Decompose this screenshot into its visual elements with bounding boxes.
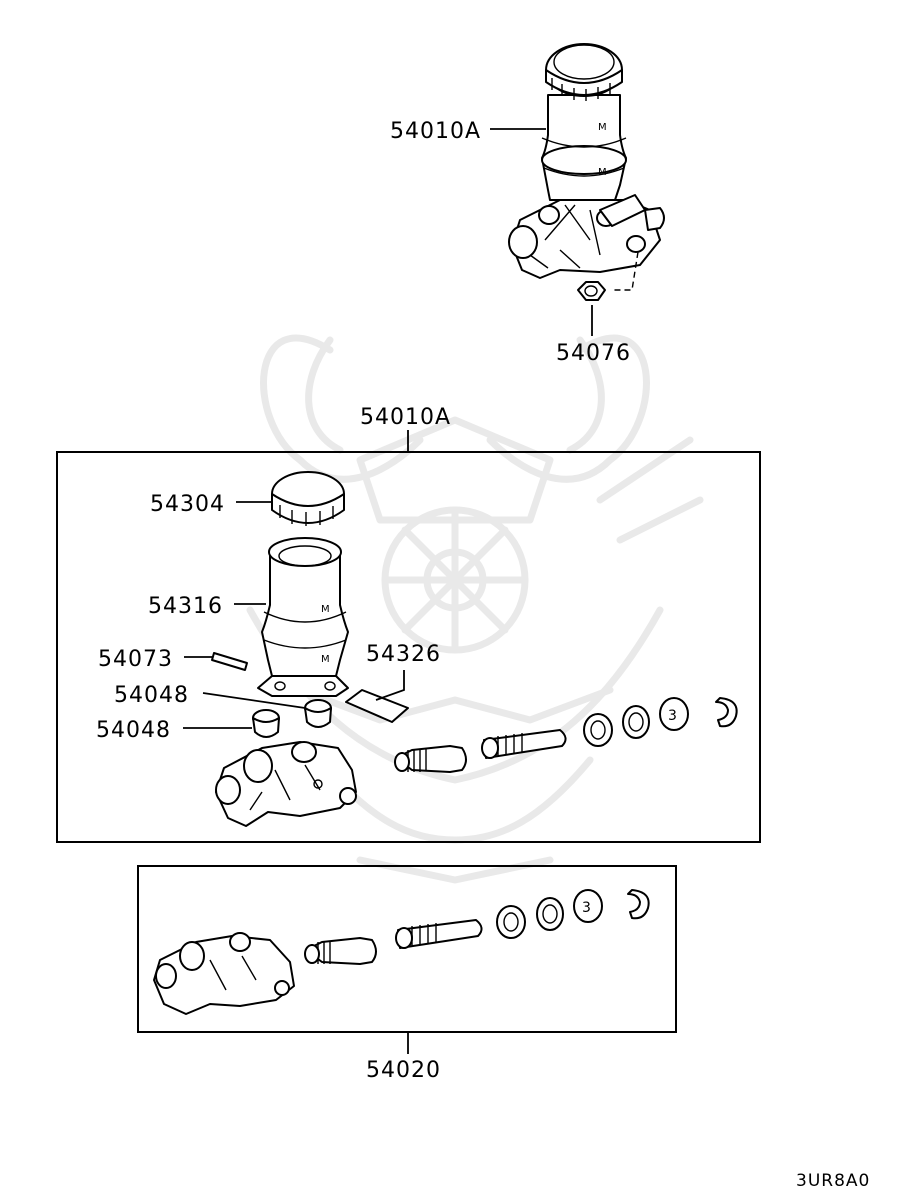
svg-text:M: M bbox=[321, 654, 331, 665]
label-seal-set: 54326 bbox=[366, 642, 441, 667]
top-master-cylinder-assembly: M M bbox=[508, 43, 665, 301]
svg-text:M: M bbox=[598, 122, 608, 133]
label-reservoir-cap: 54304 bbox=[150, 492, 225, 517]
label-repair-kit-group: 54020 bbox=[366, 1058, 441, 1083]
label-grommet-a: 54048 bbox=[114, 683, 189, 708]
label-reservoir: 54316 bbox=[148, 594, 223, 619]
grommet-right bbox=[304, 699, 332, 728]
reservoir: M M bbox=[257, 537, 349, 697]
label-pin: 54073 bbox=[98, 647, 173, 672]
pin bbox=[211, 652, 248, 671]
grommet-left bbox=[252, 709, 280, 738]
cylinder-body-bottom bbox=[153, 932, 295, 1015]
label-nut: 54076 bbox=[556, 341, 631, 366]
cylinder-body-middle bbox=[215, 741, 357, 827]
reservoir-cap bbox=[271, 471, 345, 526]
seal-set bbox=[345, 689, 409, 723]
label-grommet-b: 54048 bbox=[96, 718, 171, 743]
repair-kit-group-box bbox=[137, 865, 677, 1033]
label-master-cylinder-assy-group: 54010A bbox=[360, 405, 451, 430]
svg-text:3: 3 bbox=[582, 900, 592, 916]
svg-text:3: 3 bbox=[668, 708, 678, 724]
label-master-cylinder-assy-top: 54010A bbox=[390, 119, 481, 144]
master-cylinder-group-box bbox=[56, 451, 761, 843]
svg-text:M: M bbox=[321, 604, 331, 615]
svg-text:M: M bbox=[598, 167, 608, 178]
piston-kit-bottom: 3 bbox=[304, 889, 650, 965]
diagram-code: 3UR8A0 bbox=[796, 1171, 870, 1187]
piston-kit-middle: 3 bbox=[394, 697, 738, 773]
